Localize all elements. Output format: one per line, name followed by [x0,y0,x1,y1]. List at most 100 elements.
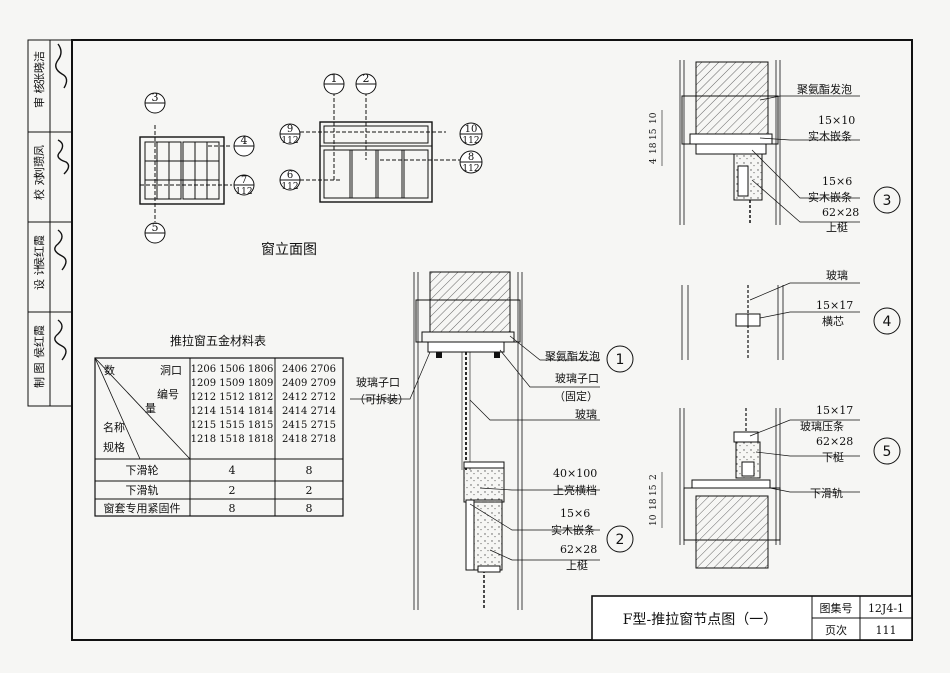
label-glass: 玻璃 [575,407,597,421]
section-right-top-labels: 聚氨酯发泡 15×10 实木嵌条 15×6 实木嵌条 62×28 上梃 [797,82,859,234]
role-check: 校 对 [32,175,46,201]
svg-text:1: 1 [331,72,338,85]
section-center-leaders [350,335,600,561]
row-val-a: 2 [229,484,236,497]
label-stile3: 上梃 [826,220,848,234]
elevation-window-small [139,125,232,222]
section-right-bottom-drawing: 2 15 18 10 [649,408,781,569]
name-drafter: 侯红霞 [32,325,46,358]
callout-9-elev: 9 112 [279,123,301,146]
label-wood-strip-size: 15×6 [560,507,590,520]
section-right-bottom-labels: 15×17 玻璃压条 62×28 下梃 下滑轨 [800,404,853,500]
label-strip2: 实木嵌条 [808,190,852,204]
col-a-line: 1218 1518 1818 [191,434,274,445]
node-marker-4: 4 [873,307,901,335]
col-b-line: 2414 2714 [282,406,336,417]
section-right-mid-drawing [681,285,784,360]
label-bead-size: 15×17 [816,404,853,417]
node-marker-5: 5 [873,437,901,465]
svg-text:2: 2 [616,532,625,548]
title-block: F型-推拉窗节点图（一） 图集号 12J4-1 页次 111 [591,595,913,641]
role-draw: 制 图 [33,363,46,389]
svg-text:112: 112 [281,136,298,146]
svg-text:7: 7 [241,175,247,186]
hdr-code: 编号 [157,387,179,401]
name-designer: 侯红霞 [32,235,46,268]
node-marker-2: 2 [606,525,634,553]
label-mullion: 横芯 [822,314,844,328]
svg-text:9: 9 [287,124,293,135]
name-checker: 刘瓒凤 [33,145,46,178]
callout-6-elev: 6 112 [279,169,301,192]
hdr-amount: 量 [145,402,156,415]
section-right-mid-labels: 玻璃 15×17 横芯 [816,268,853,328]
atlas-label: 图集号 [820,601,853,615]
callout-4-elev: 4 [233,134,255,157]
label-stile3-size: 62×28 [822,206,859,219]
svg-text:112: 112 [462,164,479,174]
hdr-name: 名称 [103,420,125,434]
hardware-table: 推拉窗五金材料表 数 洞口 编号 量 名称 规格 1206 1506 1806 … [94,333,344,517]
svg-text:3: 3 [883,193,892,209]
role-review: 审 核 [32,83,46,109]
callout-8-elev: 8 112 [459,150,483,174]
label-bead: 玻璃压条 [800,419,844,433]
page-value: 111 [876,624,897,637]
svg-text:8: 8 [468,152,474,163]
row-name: 下滑轨 [126,483,159,497]
elevation-title: 窗立面图 [261,241,317,258]
label-glazing-bead-fixed: 玻璃子口 [555,371,599,385]
row-val-a: 8 [229,502,236,515]
hdr-qty: 数 [104,364,115,377]
page-label: 页次 [825,623,847,637]
label-stile5: 下梃 [822,450,844,464]
svg-text:3: 3 [152,91,159,104]
row-val-a: 4 [229,464,236,477]
col-a-line: 1206 1506 1806 [191,364,274,375]
row-val-b: 2 [306,484,313,497]
col-a-line: 1215 1515 1815 [191,420,274,431]
node-marker-1: 1 [606,345,634,373]
label-strip1: 实木嵌条 [808,129,852,143]
label-stile-size: 62×28 [560,543,597,556]
label-top-rail-size: 40×100 [553,467,597,480]
callout-7-elev: 7 112 [233,174,255,197]
signature-4 [54,319,67,361]
dim-18b: 18 [649,498,659,510]
svg-text:112: 112 [462,136,479,146]
label-mullion-size: 15×17 [816,299,853,312]
label-glass-4: 玻璃 [826,268,848,282]
callout-1-elev: 1 [323,72,345,95]
svg-text:5: 5 [152,221,159,234]
hdr-opening: 洞口 [160,364,182,377]
col-b-line: 2415 2715 [282,420,336,431]
dim-18: 18 [649,142,659,154]
section-right-top-leaders [751,95,860,223]
dim-15b: 15 [649,484,659,496]
row-name: 窗套专用紧固件 [104,501,181,515]
name-reviewer: 张晓洁 [33,51,46,84]
svg-text:4: 4 [241,134,248,147]
node-marker-3: 3 [873,186,901,214]
callout-5-elev: 5 [144,221,166,244]
table-title: 推拉窗五金材料表 [170,333,266,348]
label-strip1-size: 15×10 [818,114,855,127]
signature-3 [54,229,67,271]
col-a-line: 1209 1509 1809 [191,378,274,389]
elevation-window-sliding [300,80,460,203]
svg-text:4: 4 [883,314,892,330]
label-wood-strip: 实木嵌条 [551,523,595,537]
svg-text:112: 112 [235,187,252,197]
label-stile5-size: 62×28 [816,435,853,448]
signature-2 [57,139,70,175]
label-foam-3: 聚氨酯发泡 [797,82,852,96]
section-center-drawing [413,271,523,610]
label-fixed: （固定） [554,389,598,403]
section-right-bottom-leaders [749,419,860,493]
signature-1 [55,43,68,89]
role-design: 设 计 [33,265,46,291]
label-strip2-size: 15×6 [822,175,852,188]
svg-text:112: 112 [281,182,298,192]
label-glazing-bead-removable: 玻璃子口 [356,375,400,389]
label-rail: 下滑轨 [810,486,843,500]
